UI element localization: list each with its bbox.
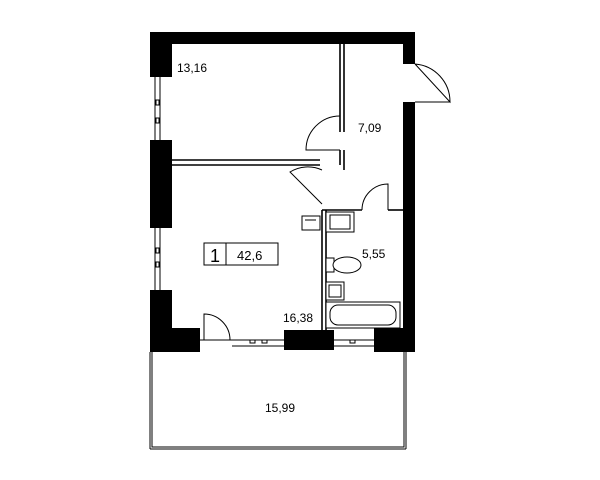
kitchen-sink — [301, 215, 321, 231]
balcony — [149, 352, 407, 450]
total-area: 42,6 — [237, 248, 262, 263]
apartment-badge: 1 42,6 — [203, 242, 279, 266]
bedroom-area-label: 13,16 — [177, 61, 207, 75]
balcony-area-label: 15,99 — [265, 401, 295, 415]
bathroom-area-label: 5,55 — [362, 247, 386, 261]
interior-walls — [172, 44, 403, 330]
bathroom-fixtures — [301, 211, 401, 329]
interior-doors — [289, 115, 389, 211]
rooms-count: 1 — [210, 246, 220, 266]
living-area-label: 16,38 — [283, 311, 313, 325]
entrance-door — [414, 63, 451, 104]
bottom-openings — [200, 313, 374, 347]
hallway-area-label: 7,09 — [358, 121, 382, 135]
exterior-walls — [150, 32, 415, 352]
toilet-bowl — [332, 256, 362, 274]
left-windows — [154, 77, 161, 290]
